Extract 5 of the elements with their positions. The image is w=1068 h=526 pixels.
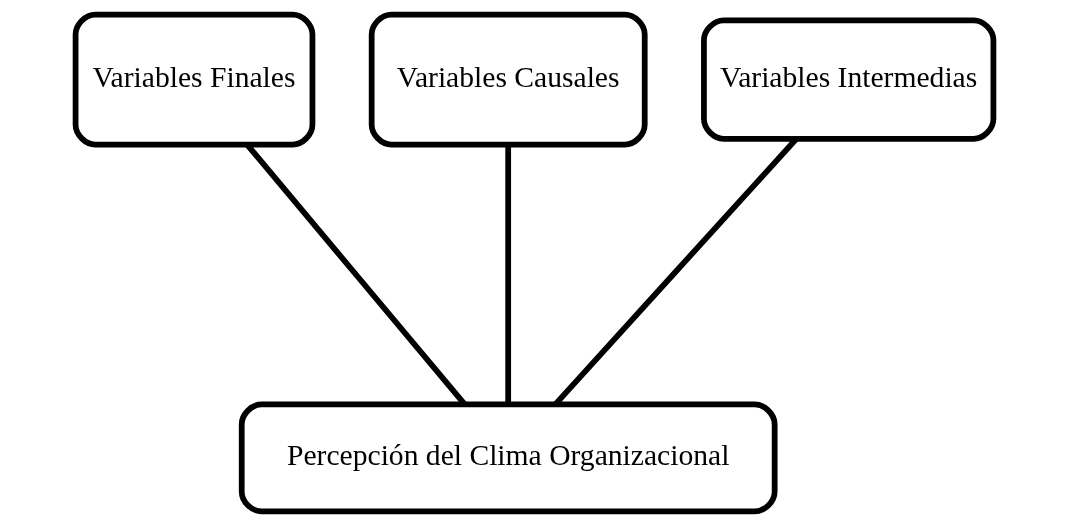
node-box: Variables Causales [368, 11, 648, 148]
connector [504, 144, 511, 405]
node-box: Percepción del Clima Organizacional [238, 401, 778, 515]
node-box: Variables Finales [72, 11, 315, 148]
node-box: Variables Intermedias [700, 17, 996, 142]
